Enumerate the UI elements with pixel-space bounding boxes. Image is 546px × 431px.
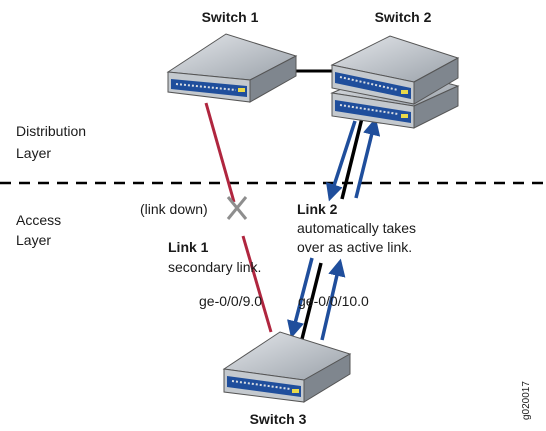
switch-1-title: Switch 1: [202, 9, 259, 25]
access-layer-label-line1: Access: [16, 212, 61, 228]
link1-interface: ge-0/0/9.0: [199, 293, 262, 309]
link2-description-line1: automatically takes: [297, 220, 416, 236]
switch-1-icon: [166, 33, 298, 103]
link2-upper-arrow-down: [326, 120, 357, 202]
switch-2-upper-unit-icon: [330, 35, 460, 105]
link2-interface: ge-0/0/10.0: [298, 293, 369, 309]
distribution-layer-label-line2: Layer: [16, 145, 51, 161]
link1-status-label: (link down): [140, 201, 208, 217]
switch-3-title: Switch 3: [250, 411, 307, 427]
figure-id: g020017: [521, 381, 532, 420]
link-down-x-icon: [226, 196, 248, 220]
distribution-layer-label-line1: Distribution: [16, 123, 86, 139]
link2-lower-arrow-up: [320, 258, 346, 341]
link1-description: secondary link.: [168, 259, 261, 275]
switch-2-title: Switch 2: [375, 9, 432, 25]
access-layer-label-line2: Layer: [16, 232, 51, 248]
link2-description-line2: over as active link.: [297, 239, 412, 255]
link1-lower-segment: [241, 235, 273, 333]
link2-lower-cable: [300, 262, 323, 340]
link1-title: Link 1: [168, 239, 209, 255]
link2-lower-arrow-down: [287, 257, 314, 339]
switch-3-icon: [222, 331, 352, 403]
link2-upper-cable: [340, 117, 364, 200]
link2-title: Link 2: [297, 201, 338, 217]
link2-upper-arrow-up: [354, 117, 381, 199]
link1-upper-segment: [204, 102, 236, 203]
